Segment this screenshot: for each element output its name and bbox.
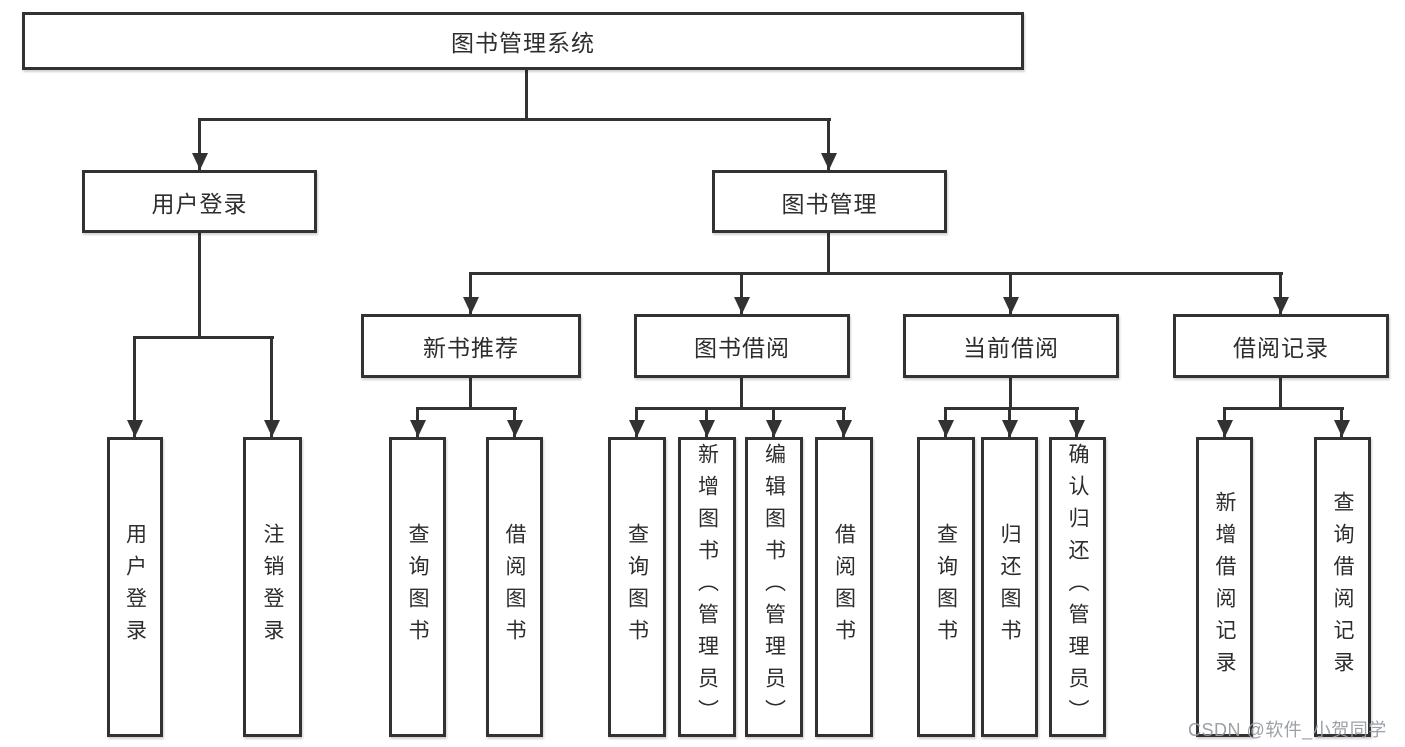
connector-drop (1009, 272, 1012, 314)
connector-stem (740, 378, 743, 407)
leaf-label: 查询图书 (934, 523, 958, 651)
leaf-label: 确认归还（管理员） (1066, 443, 1089, 731)
leaf-user-login: 用户登录 (107, 437, 163, 737)
connector-stem (827, 233, 830, 272)
connector-rail (416, 407, 517, 410)
node-label: 新书推荐 (423, 335, 519, 361)
arrow-down-icon (1003, 297, 1019, 314)
arrow-down-icon (734, 297, 750, 314)
watermark: CSDN @软件_小贺同学 (1188, 720, 1387, 740)
connector-root-stem (525, 70, 528, 118)
node-new-book-recommend: 新书推荐 (361, 314, 581, 378)
leaf-label: 查询图书 (625, 523, 649, 651)
leaf-label: 查询图书 (406, 523, 429, 651)
leaf-label: 借阅图书 (503, 523, 526, 651)
arrow-down-icon (938, 420, 954, 437)
arrow-down-icon (836, 420, 852, 437)
arrow-down-icon (127, 420, 143, 437)
leaf-label: 编辑图书（管理员） (762, 443, 786, 731)
leaf-label: 借阅图书 (832, 523, 856, 651)
arrow-down-icon (821, 153, 837, 170)
arrow-down-icon (192, 153, 208, 170)
connector-stem (198, 233, 201, 336)
leaf-return-books: 归还图书 (981, 437, 1038, 737)
node-book-borrow: 图书借阅 (634, 314, 850, 378)
connector-rail (944, 407, 1079, 410)
connector-rail (1223, 407, 1344, 410)
node-current-borrow: 当前借阅 (903, 314, 1119, 378)
arrow-down-icon (264, 420, 280, 437)
connector-drop (133, 336, 136, 437)
node-label: 借阅记录 (1233, 335, 1329, 361)
connector-drop (1279, 272, 1282, 314)
arrow-down-icon (1334, 420, 1350, 437)
leaf-label: 用户登录 (123, 523, 147, 651)
connector-drop (827, 118, 830, 170)
connector-stem (1279, 378, 1282, 407)
leaf-borrow-books-recommend: 借阅图书 (486, 437, 543, 737)
leaf-borrow-books: 借阅图书 (815, 437, 873, 737)
leaf-edit-book-admin: 编辑图书（管理员） (745, 437, 803, 737)
arrow-down-icon (1273, 297, 1289, 314)
leaf-label: 注销登录 (261, 523, 284, 651)
leaf-query-books-recommend: 查询图书 (389, 437, 446, 737)
arrow-down-icon (463, 297, 479, 314)
node-root-label: 图书管理系统 (451, 30, 595, 56)
node-book-management: 图书管理 (712, 170, 947, 233)
connector-root-rail (198, 118, 831, 121)
connector-stem (469, 378, 472, 407)
leaf-label: 新增借阅记录 (1213, 491, 1236, 683)
node-borrow-records: 借阅记录 (1173, 314, 1389, 378)
connector-rail (133, 336, 274, 339)
connector-drop (270, 336, 273, 437)
arrow-down-icon (507, 420, 523, 437)
arrow-down-icon (699, 420, 715, 437)
leaf-label: 查询借阅记录 (1331, 491, 1354, 683)
leaf-label: 新增图书（管理员） (695, 443, 719, 731)
connector-rail (635, 407, 846, 410)
node-label: 图书管理 (781, 190, 878, 217)
arrow-down-icon (410, 420, 426, 437)
connector-stem (1009, 378, 1012, 407)
leaf-query-books-borrow: 查询图书 (608, 437, 666, 737)
arrow-down-icon (1217, 420, 1233, 437)
leaf-query-books-current: 查询图书 (917, 437, 975, 737)
node-user-login: 用户登录 (82, 170, 317, 233)
leaf-confirm-return-admin: 确认归还（管理员） (1049, 437, 1106, 737)
connector-rail (469, 272, 1283, 275)
node-label: 用户登录 (151, 190, 248, 217)
arrow-down-icon (1069, 420, 1085, 437)
connector-drop (740, 272, 743, 314)
leaf-add-borrow-record: 新增借阅记录 (1196, 437, 1253, 737)
node-label: 图书借阅 (694, 335, 790, 361)
leaf-query-borrow-record: 查询借阅记录 (1314, 437, 1371, 737)
connector-drop (198, 118, 201, 170)
node-label: 当前借阅 (963, 335, 1059, 361)
connector-drop (469, 272, 472, 314)
arrow-down-icon (766, 420, 782, 437)
leaf-add-book-admin: 新增图书（管理员） (678, 437, 736, 737)
arrow-down-icon (629, 420, 645, 437)
arrow-down-icon (1002, 420, 1018, 437)
leaf-logout: 注销登录 (243, 437, 302, 737)
node-root: 图书管理系统 (22, 12, 1024, 70)
leaf-label: 归还图书 (998, 523, 1021, 651)
